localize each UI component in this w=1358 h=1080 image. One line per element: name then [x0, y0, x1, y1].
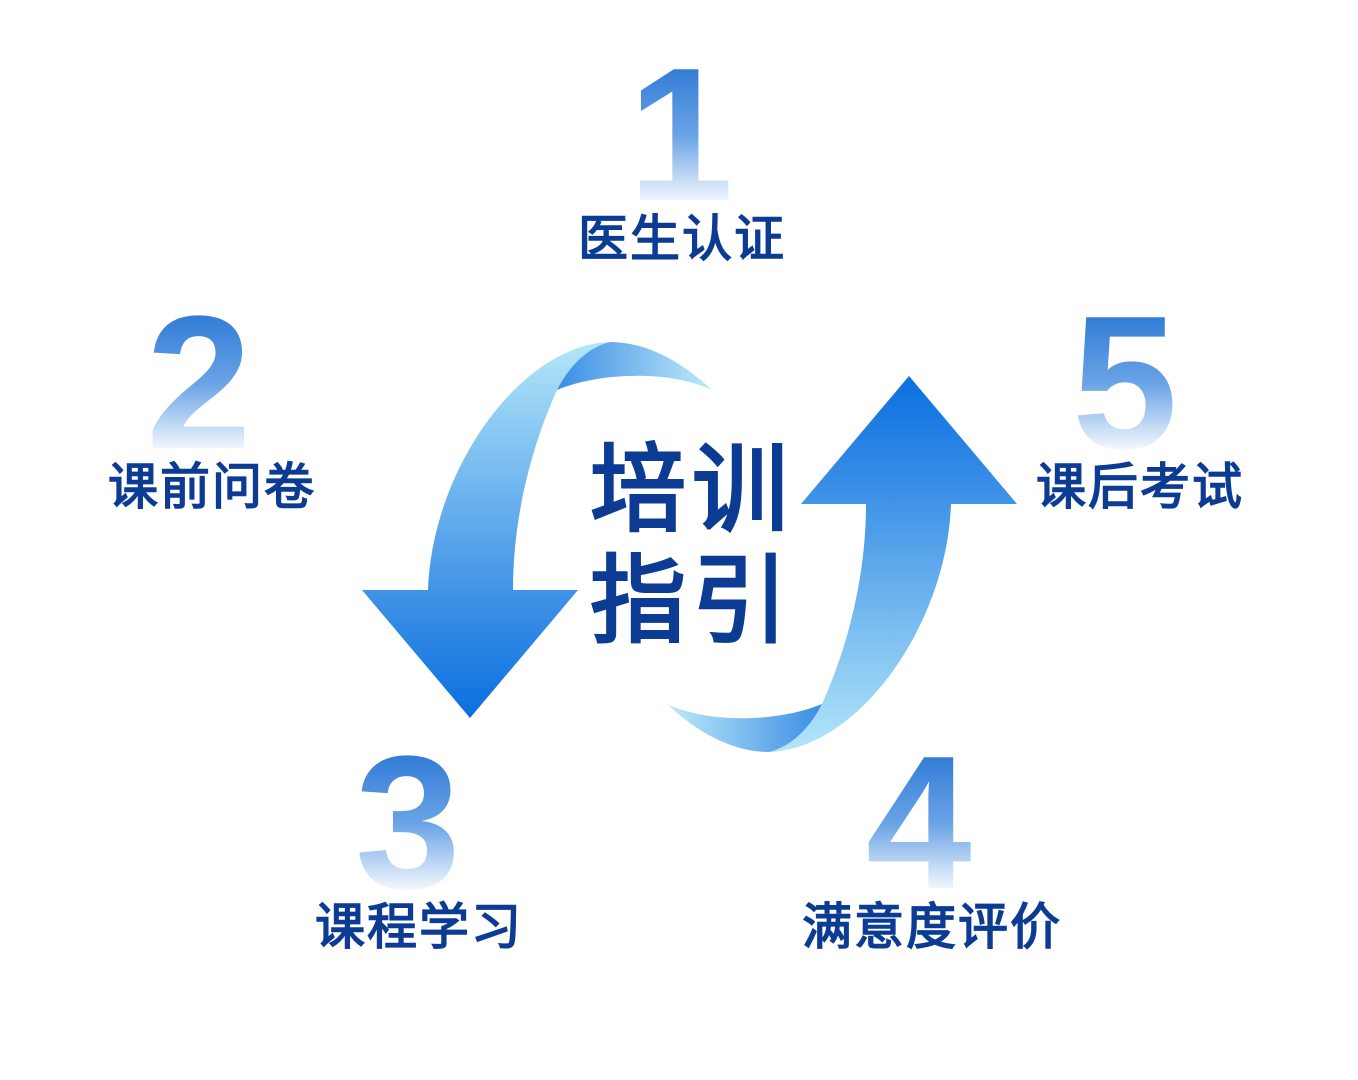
title-line-1: 培训 [590, 434, 794, 546]
step-2-label: 课前问卷 [108, 458, 316, 516]
up-arrow [667, 376, 1017, 752]
down-arrow [362, 342, 712, 718]
step-4-number: 4 [866, 717, 972, 929]
title-line-2: 指引 [590, 545, 794, 657]
step-1-number: 1 [628, 29, 734, 241]
step-4-label: 满意度评价 [802, 898, 1062, 956]
step-1-label: 医生认证 [578, 210, 786, 268]
step-5-label: 课后考试 [1036, 458, 1244, 516]
step-2-number: 2 [146, 277, 252, 489]
step-5-number: 5 [1072, 277, 1178, 489]
step-3-label: 课程学习 [315, 898, 523, 956]
step-3-number: 3 [355, 717, 461, 929]
